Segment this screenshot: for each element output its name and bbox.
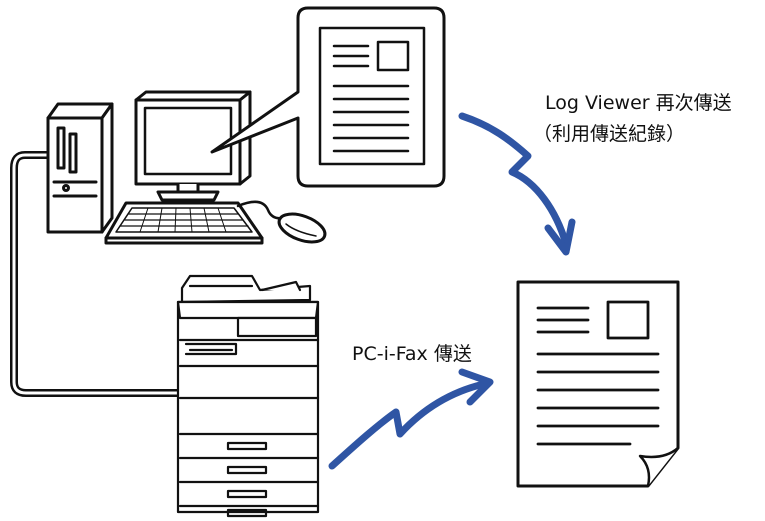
pcifax-send-label: PC-i-Fax 傳送: [352, 343, 472, 365]
document-preview-bubble: [210, 6, 446, 188]
log-viewer-resend-sublabel: （利用傳送紀錄）: [533, 123, 686, 145]
pcifax-send-arrow: [328, 368, 494, 470]
log-viewer-resend-arrow: [458, 112, 576, 256]
mouse-icon: [236, 200, 327, 244]
document-icon: [318, 26, 426, 166]
multifunction-printer-icon: [176, 274, 320, 518]
monitor-icon: [134, 90, 252, 202]
computer-tower-icon: [46, 102, 114, 234]
keyboard-icon: [104, 201, 264, 245]
document-page-curl-icon: [516, 280, 680, 488]
log-viewer-resend-label: Log Viewer 再次傳送: [545, 92, 732, 114]
